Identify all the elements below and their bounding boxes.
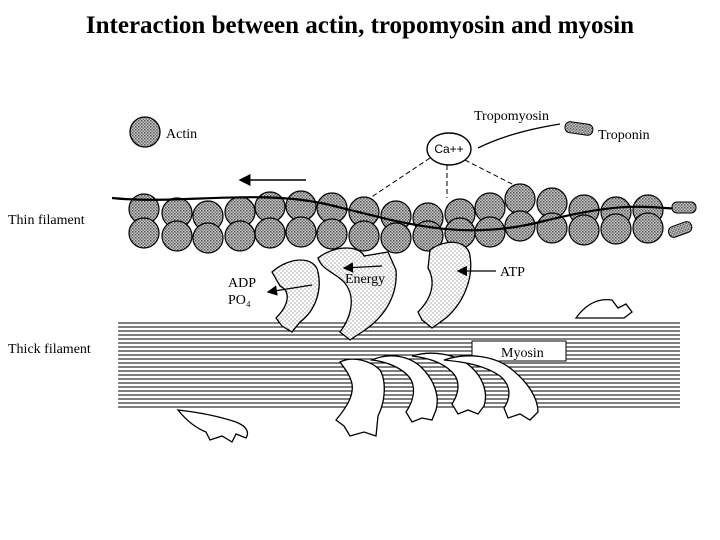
tropomyosin-label: Tropomyosin [474, 109, 549, 124]
myosin-head-released [272, 260, 319, 332]
troponin-icon [564, 121, 593, 136]
atp-label: ATP [500, 265, 525, 280]
thin-filament-label: Thin filament [8, 213, 85, 228]
myosin-label: Myosin [501, 346, 544, 361]
myosin-head-detached [178, 410, 248, 442]
myosin-head-power-stroke [318, 248, 396, 340]
po4-label: PO₄ [228, 293, 251, 308]
thick-filament-label: Thick filament [8, 342, 91, 357]
myosin-head-free [576, 300, 632, 318]
troponin-blob [667, 220, 693, 239]
adp-label: ADP [228, 276, 256, 291]
tropomyosin-strand [478, 124, 560, 148]
myosin-head-atp-bound [418, 242, 471, 328]
actin-filament [129, 184, 663, 253]
calcium-label: Ca++ [434, 142, 463, 156]
energy-label: Energy [345, 272, 385, 287]
troponin-label: Troponin [598, 128, 650, 143]
actin-legend-icon [130, 117, 160, 147]
troponin-blob [672, 202, 696, 213]
actin-legend-label: Actin [166, 127, 197, 142]
